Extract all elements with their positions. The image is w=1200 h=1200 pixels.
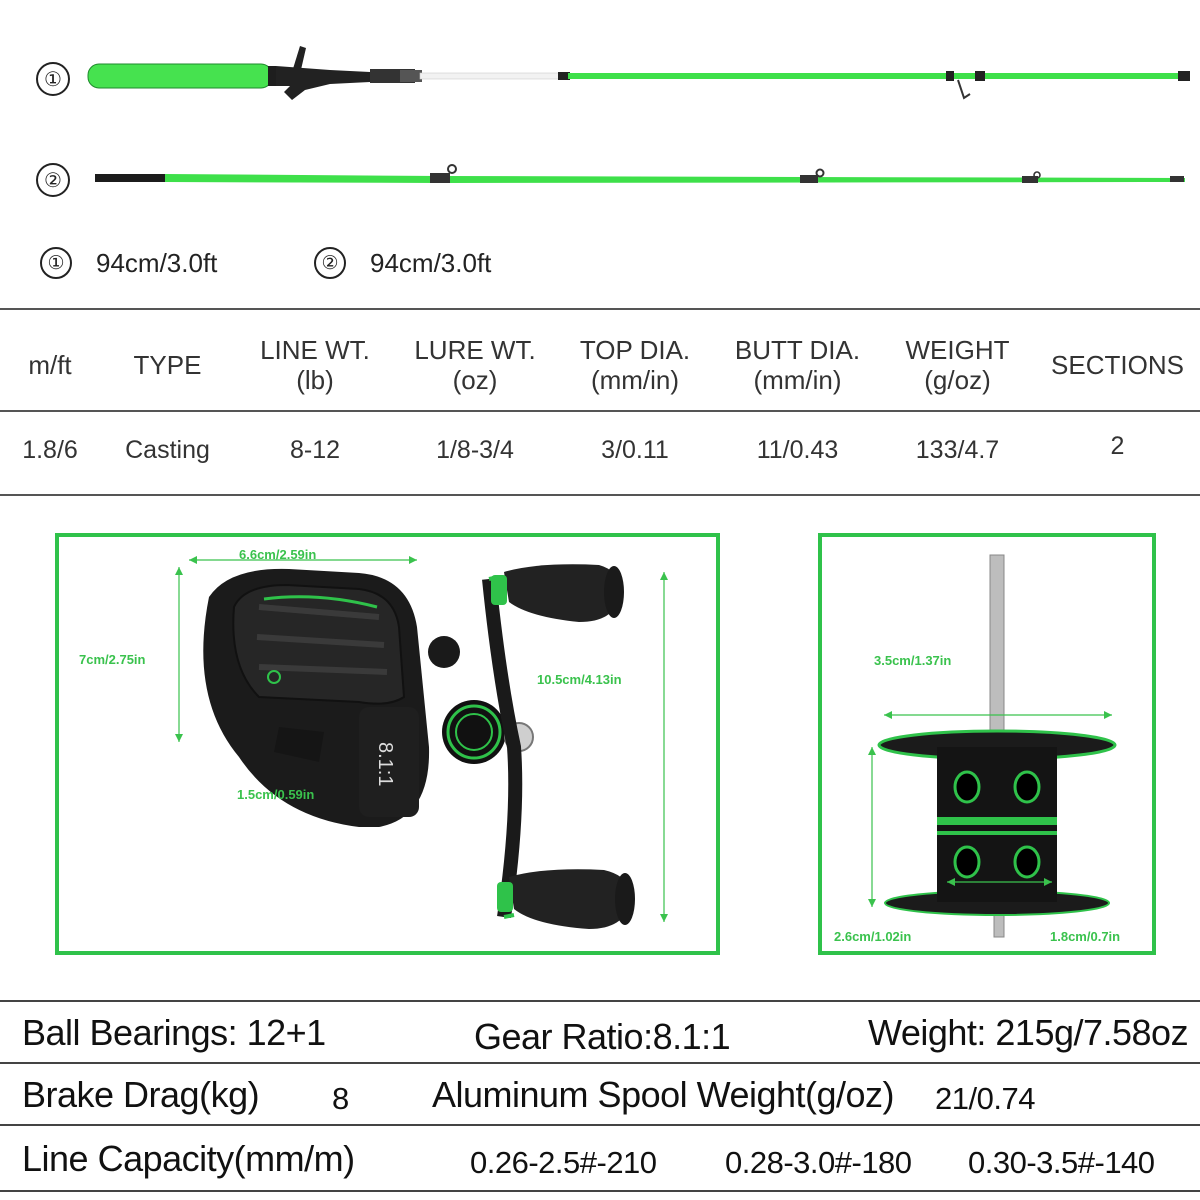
spool-core-dim: 1.8cm/0.7in [1050,929,1121,944]
rod-1-illustration [87,46,1190,100]
rod-1-length-number: ① [40,247,72,279]
reel-image-panel: 8.1:1 6.6cm/2.59in 7cm/2.75in 10.5cm/4.1… [55,533,720,955]
reel-specs-row-1: Ball Bearings: 12+1 Gear Ratio:8.1:1 Wei… [0,1002,1200,1064]
spec-table-row: 1.8/6 Casting 8-12 1/8-3/4 3/0.11 11/0.4… [0,425,1200,475]
reel-specs-top-border [0,1000,1200,1002]
baitcaster-reel-illustration: 8.1:1 [175,556,668,929]
spool-image-panel: 3.5cm/1.37in 2.6cm/1.02in 1.8cm/0.7in [818,533,1156,955]
rod-1-length-text: 94cm/3.0ft [96,247,218,278]
spec-value-weight: 133/4.7 [915,436,1000,464]
spec-header-weight: WEIGHT (g/oz) [905,335,1010,395]
spec-table-header-divider [0,410,1200,412]
spec-value-butt-dia: 11/0.43 [756,436,839,464]
reel-specs-bottom-border [0,1190,1200,1192]
spec-header-sections: SECTIONS [1051,350,1184,380]
line-capacity-value-3: 0.30-3.5#-140 [968,1145,1155,1180]
spec-value-top-dia: 3/0.11 [601,436,669,464]
spool-weight-value: 21/0.74 [935,1081,1035,1116]
reel-foot-dim: 1.5cm/0.59in [237,787,315,802]
spec-value-lure-wt: 1/8-3/4 [436,436,514,464]
line-capacity-label: Line Capacity(mm/m) [22,1138,355,1179]
spec-table-top-border [0,308,1200,310]
rod-2-number: ② [36,163,70,197]
spec-header-length: m/ft [28,350,72,380]
reel-handle-dim: 10.5cm/4.13in [537,672,622,687]
reel-width-dim: 6.6cm/2.59in [239,547,317,562]
rod-section-1: ① [0,42,1200,112]
reel-specs-row-2: Brake Drag(kg) 8 Aluminum Spool Weight(g… [0,1064,1200,1126]
reel-side-ratio-label: 8.1:1 [374,742,396,786]
spec-value-line-wt: 8-12 [289,436,341,464]
spec-header-top-dia: TOP DIA. (mm/in) [579,335,691,395]
spec-value-type: Casting [125,436,210,464]
reel-specs-divider-2 [0,1124,1200,1126]
rod-1-length: ① 94cm/3.0ft [40,245,217,281]
gear-ratio: Gear Ratio:8.1:1 [474,1016,731,1057]
spool-illustration [868,554,1117,938]
spec-value-sections: 2 [1110,432,1125,460]
spool-depth-dim: 2.6cm/1.02in [834,929,912,944]
spec-header-lure-wt: LURE WT. (oz) [414,335,536,395]
spec-header-butt-dia: BUTT DIA. (mm/in) [734,335,861,395]
brake-drag-label: Brake Drag(kg) [22,1074,260,1115]
line-capacity-value-2: 0.28-3.0#-180 [725,1145,912,1180]
rod-2-length-number: ② [314,247,346,279]
rod-1-number: ① [36,62,70,96]
reel-weight: Weight: 215g/7.58oz [868,1012,1189,1053]
spec-table-bottom-border [0,494,1200,496]
brake-drag-value: 8 [332,1081,349,1116]
reel-specs-divider-1 [0,1062,1200,1064]
ball-bearings: Ball Bearings: 12+1 [22,1012,326,1053]
spec-header-line-wt: LINE WT. (lb) [260,335,370,395]
line-capacity-value-1: 0.26-2.5#-210 [470,1145,657,1180]
rod-2-illustration [95,164,1185,183]
spool-width-dim: 3.5cm/1.37in [874,653,952,668]
reel-specs-row-3: Line Capacity(mm/m) 0.26-2.5#-210 0.28-3… [0,1128,1200,1190]
spec-table-header: m/ft TYPE LINE WT. (lb) LURE WT. (oz) TO… [0,330,1200,400]
reel-height-dim: 7cm/2.75in [79,652,146,667]
rod-section-2: ② [0,143,1200,213]
rod-2-length-text: 94cm/3.0ft [370,247,492,278]
rod-2-length: ② 94cm/3.0ft [314,245,491,281]
spec-header-type: TYPE [133,350,202,380]
spec-value-length: 1.8/6 [22,436,78,464]
spool-weight-label: Aluminum Spool Weight(g/oz) [432,1074,895,1115]
